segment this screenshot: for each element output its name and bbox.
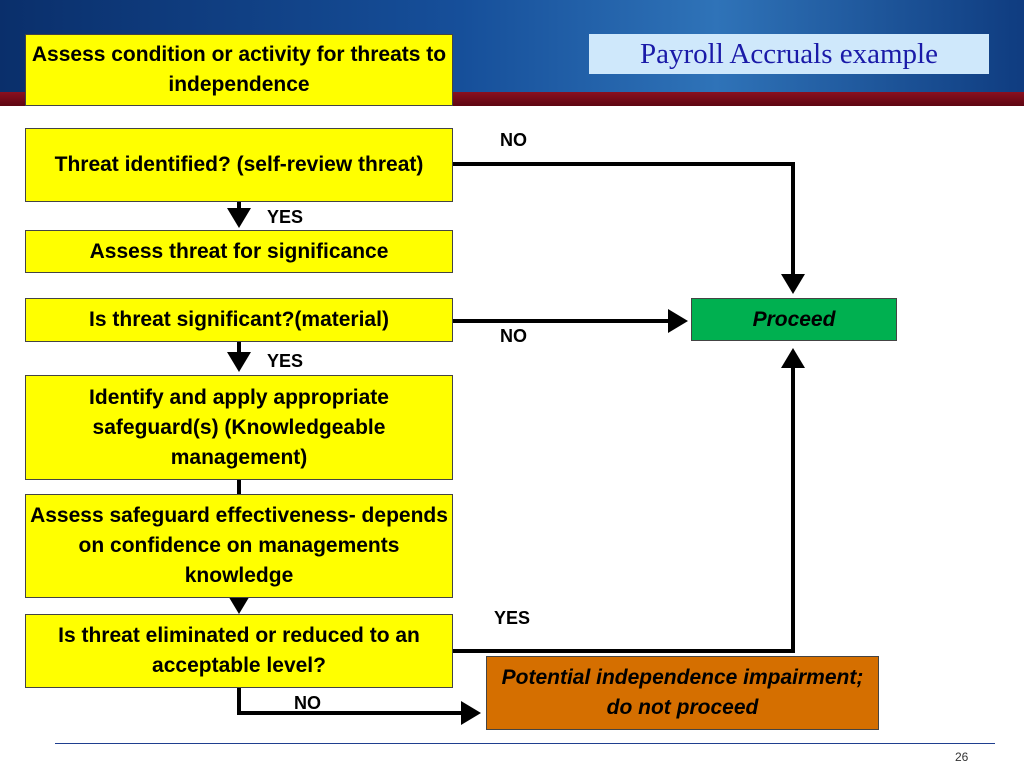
- label-yes-significant: YES: [267, 351, 304, 371]
- assess-effectiveness-box: Assess safeguard effectiveness- depends …: [25, 494, 453, 598]
- label-yes-eliminated: YES: [494, 608, 531, 628]
- is-significant-box: Is threat significant?(material): [25, 298, 453, 342]
- page-number: 26: [955, 750, 969, 764]
- label-yes-threat: YES: [267, 207, 304, 227]
- is-eliminated-box: Is threat eliminated or reduced to an ac…: [25, 614, 453, 688]
- label-no-threat: NO: [500, 130, 527, 150]
- proceed-box: Proceed: [691, 298, 897, 341]
- impairment-box: Potential independence impairment; do no…: [486, 656, 879, 730]
- threat-identified-box: Threat identified? (self-review threat): [25, 128, 453, 202]
- label-no-eliminated: NO: [294, 693, 321, 713]
- assess-significance-box: Assess threat for significance: [25, 230, 453, 273]
- footer-divider: [55, 743, 995, 744]
- identify-safeguards-box: Identify and apply appropriate safeguard…: [25, 375, 453, 480]
- slide-title: Payroll Accruals example: [589, 34, 989, 74]
- arrow-threat-no-to-proceed: [452, 162, 805, 294]
- assess-condition-box: Assess condition or activity for threats…: [25, 34, 453, 106]
- label-no-significant: NO: [500, 326, 527, 346]
- arrow-eliminated-yes-to-proceed: [452, 348, 805, 653]
- arrow-eliminated-no-to-impairment: [237, 688, 481, 725]
